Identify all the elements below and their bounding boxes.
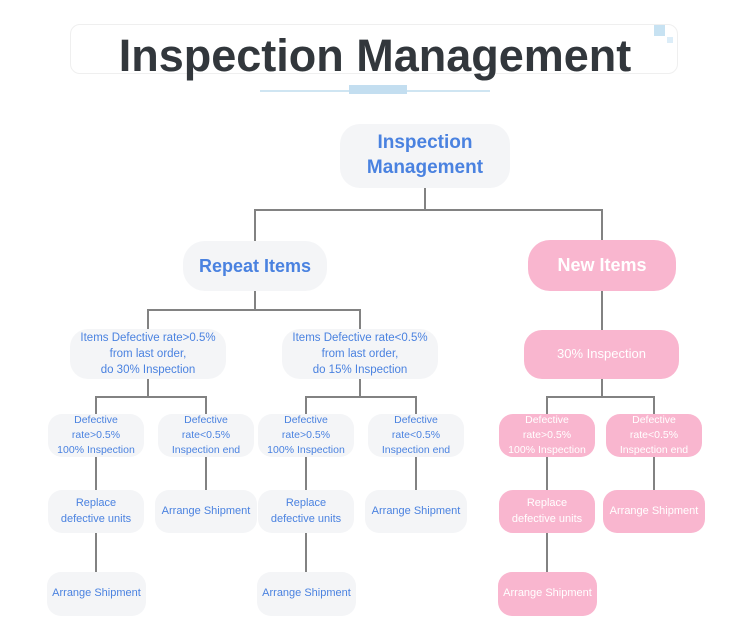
node-repeat-items: Repeat Items — [183, 241, 327, 291]
node-replace-units: Replace defective units — [258, 490, 354, 533]
node-repeat-defect-high: Items Defective rate>0.5% from last orde… — [70, 329, 226, 379]
connector-line — [546, 533, 548, 573]
connector-line — [95, 396, 207, 398]
title-card-border — [70, 24, 678, 74]
node-arrange-shipment: Arrange Shipment — [365, 490, 467, 533]
connector-line — [205, 396, 207, 415]
connector-line — [254, 209, 256, 242]
connector-line — [359, 309, 361, 330]
node-arrange-shipment: Arrange Shipment — [498, 572, 597, 616]
connector-line — [601, 379, 603, 397]
node-root: Inspection Management — [340, 124, 510, 188]
node-repeat-defect-low: Items Defective rate<0.5% from last orde… — [282, 329, 438, 379]
node-replace-units: Replace defective units — [48, 490, 144, 533]
connector-line — [147, 379, 149, 397]
connector-line — [305, 396, 417, 398]
node-new-items: New Items — [528, 240, 676, 291]
connector-line — [601, 291, 603, 331]
connector-line — [546, 396, 548, 415]
title-underline-accent — [349, 85, 407, 94]
node-inspection-end: Defective rate<0.5% Inspection end — [158, 414, 254, 457]
connector-line — [254, 209, 602, 211]
node-arrange-shipment: Arrange Shipment — [603, 490, 705, 533]
node-new-30-inspection: 30% Inspection — [524, 330, 679, 379]
connector-line — [305, 396, 307, 415]
node-replace-units: Replace defective units — [499, 490, 595, 533]
connector-line — [415, 457, 417, 491]
decoration-square-icon — [654, 25, 665, 36]
node-arrange-shipment: Arrange Shipment — [47, 572, 146, 616]
connector-line — [424, 188, 426, 210]
node-arrange-shipment: Arrange Shipment — [257, 572, 356, 616]
node-100-inspection: Defective rate>0.5% 100% Inspection — [258, 414, 354, 457]
connector-line — [205, 457, 207, 491]
connector-line — [305, 457, 307, 491]
decoration-square-small-icon — [667, 37, 673, 43]
node-inspection-end: Defective rate<0.5% Inspection end — [368, 414, 464, 457]
page-title: Inspection Management — [118, 30, 632, 81]
connector-line — [95, 396, 97, 415]
connector-line — [95, 457, 97, 491]
node-100-inspection: Defective rate>0.5% 100% Inspection — [48, 414, 144, 457]
connector-line — [653, 457, 655, 491]
node-100-inspection: Defective rate>0.5% 100% Inspection — [499, 414, 595, 457]
connector-line — [653, 396, 655, 415]
connector-line — [147, 309, 149, 330]
connector-line — [546, 396, 655, 398]
connector-line — [601, 209, 603, 241]
connector-line — [546, 457, 548, 491]
connector-line — [147, 309, 361, 311]
connector-line — [305, 533, 307, 573]
connector-line — [95, 533, 97, 573]
connector-line — [359, 379, 361, 397]
node-arrange-shipment: Arrange Shipment — [155, 490, 257, 533]
connector-line — [254, 291, 256, 310]
connector-line — [415, 396, 417, 415]
node-inspection-end: Defective rate<0.5% Inspection end — [606, 414, 702, 457]
